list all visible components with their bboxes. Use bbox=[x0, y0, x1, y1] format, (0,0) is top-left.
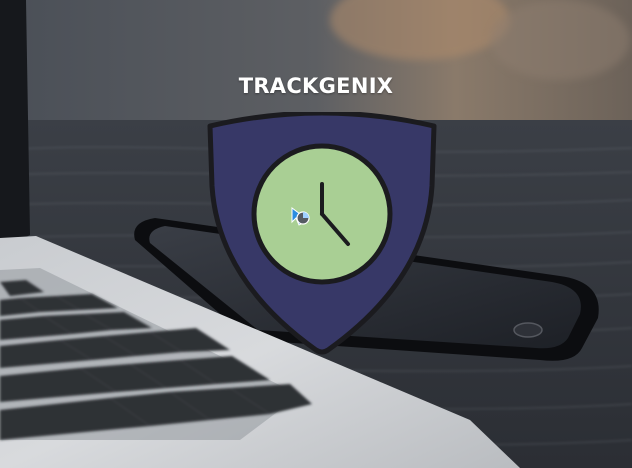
clock-minute-hand bbox=[320, 212, 350, 246]
brand-title: TRACKGENIX bbox=[238, 74, 394, 98]
loading-cursor-icon bbox=[291, 207, 310, 226]
shield-clock-logo-icon bbox=[207, 112, 437, 355]
background-laptop bbox=[0, 236, 520, 468]
